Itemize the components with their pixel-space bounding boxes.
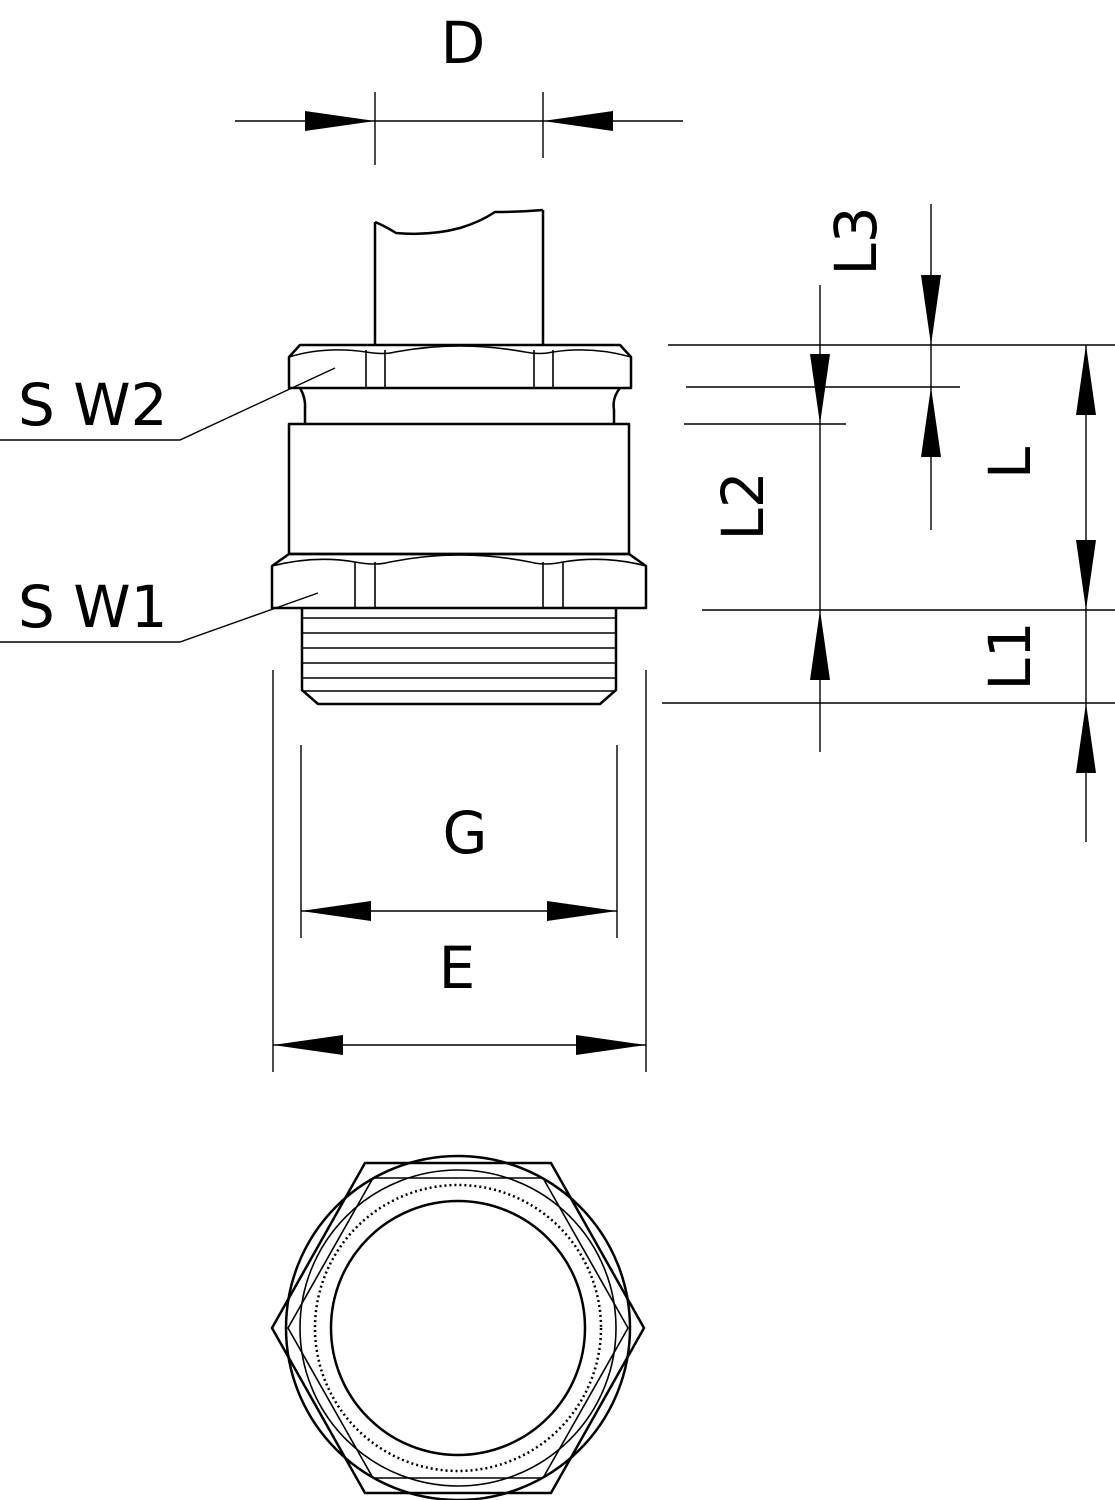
dimension-l2: L2 [709,285,830,752]
label-l2: L2 [709,471,777,540]
neck [298,387,621,424]
cable [373,208,545,345]
body [287,422,631,556]
dimension-l1: L1 [976,610,1096,842]
label-d: D [441,9,486,77]
hex-nut-sw2 [287,343,633,390]
label-e: E [439,934,476,1002]
label-l3: L3 [822,206,890,275]
hex-nut-sw1 [270,552,648,610]
thread [300,608,618,706]
callout-sw2: S W2 [0,367,336,441]
dimension-e: E [272,670,647,1072]
dimension-d: D [235,9,683,165]
label-l: L [976,447,1044,479]
dimension-l: L [976,345,1096,610]
top-view [270,1154,646,1500]
label-sw1: S W1 [18,573,168,641]
callout-sw1: S W1 [0,573,319,643]
dimension-g: G [300,745,618,938]
label-l1: L1 [976,621,1044,690]
label-sw2: S W2 [18,371,168,439]
extension-lines [662,344,1115,704]
label-g: G [443,799,488,867]
dimension-l3: L3 [822,204,941,530]
